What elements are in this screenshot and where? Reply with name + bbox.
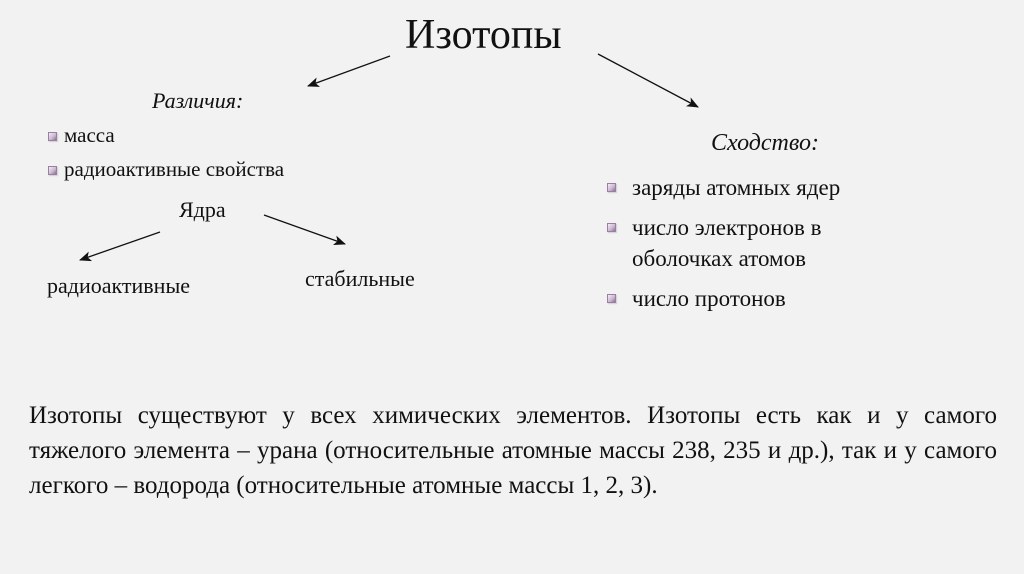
arrow-to-stable bbox=[263, 214, 346, 245]
list-item-label: число протонов bbox=[632, 286, 786, 311]
differences-list: масса радиоактивные свойства bbox=[48, 123, 284, 191]
list-item: число электронов в оболочках атомов bbox=[604, 212, 904, 274]
square-bullet-icon bbox=[48, 132, 57, 141]
nuclei-label: Ядра bbox=[179, 197, 226, 222]
summary-paragraph: Изотопы существуют у всех химических эле… bbox=[29, 402, 997, 499]
similarities-list: заряды атомных ядер число электронов в о… bbox=[604, 172, 904, 323]
list-item-label: масса bbox=[64, 123, 115, 147]
similarities-heading: Сходство: bbox=[711, 130, 819, 156]
radioactive-label: радиоактивные bbox=[47, 273, 190, 298]
square-bullet-icon bbox=[607, 223, 616, 232]
list-item: масса bbox=[48, 123, 284, 157]
arrow-to-differences bbox=[307, 55, 391, 87]
list-item: число протонов bbox=[604, 283, 904, 314]
differences-heading: Различия: bbox=[152, 88, 244, 113]
page-title: Изотопы bbox=[405, 12, 562, 58]
list-item-label: число электронов в оболочках атомов bbox=[632, 215, 822, 271]
stable-label: стабильные bbox=[305, 266, 415, 291]
list-item: заряды атомных ядер bbox=[604, 172, 904, 203]
arrow-to-similarities bbox=[597, 53, 699, 108]
square-bullet-icon bbox=[607, 183, 616, 192]
list-item-label: радиоактивные свойства bbox=[64, 157, 285, 181]
square-bullet-icon bbox=[607, 294, 616, 303]
square-bullet-icon bbox=[48, 166, 57, 175]
list-item-label: заряды атомных ядер bbox=[632, 175, 841, 200]
list-item: радиоактивные свойства bbox=[48, 157, 284, 191]
arrow-to-radioactive bbox=[79, 231, 161, 262]
